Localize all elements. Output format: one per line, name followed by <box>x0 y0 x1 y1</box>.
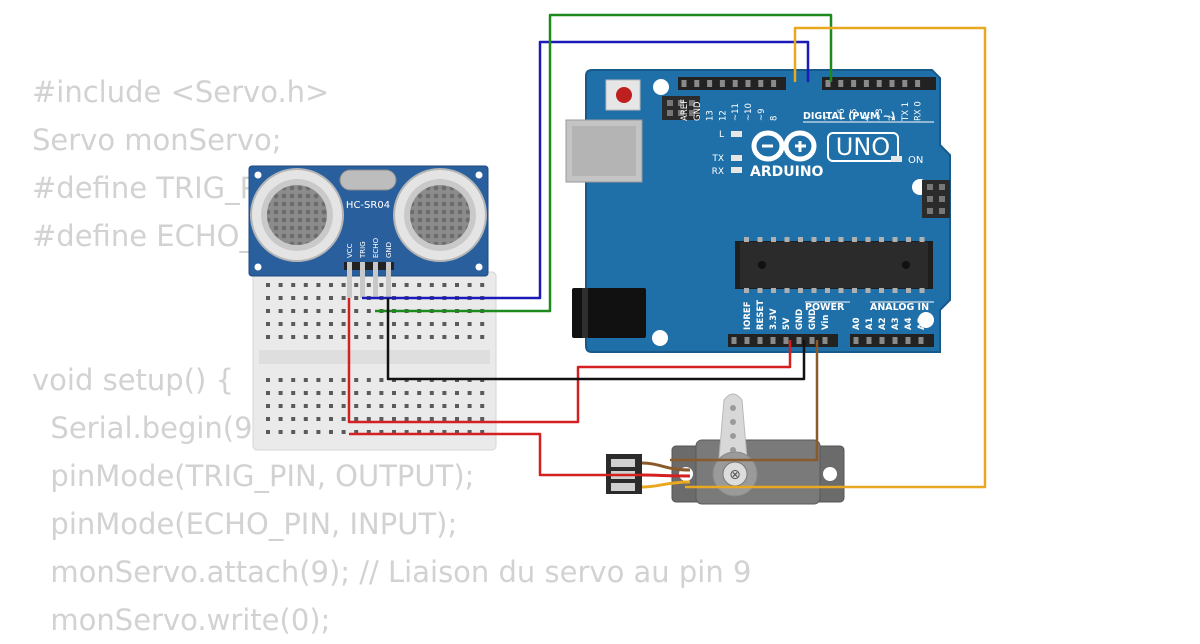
on-led-label: ON <box>908 155 923 166</box>
digital-pin-label: 8 <box>770 116 780 121</box>
power-pin-label: GND <box>808 309 818 330</box>
digital-pwm-label: DIGITAL (PWM ~) <box>803 111 895 122</box>
digital-pin-label: ~10 <box>744 103 754 121</box>
sensor-pin-label: TRIG <box>359 241 367 259</box>
digital-pin-label: 13 <box>706 110 716 121</box>
wire-trig <box>362 40 810 300</box>
analog-pin-label: A4 <box>904 317 914 330</box>
l-led-label: L <box>719 130 724 140</box>
digital-pin-label: ~5 <box>850 108 860 121</box>
sensor-pin-label: ECHO <box>372 237 380 258</box>
l-led <box>731 131 742 137</box>
digital-pin-label: RX 0 <box>914 101 924 121</box>
digital-pin-label: 7 <box>824 116 834 121</box>
digital-pin-label: ~11 <box>731 103 741 121</box>
ultrasonic-sensor: HC-SR04 VCC TRIG ECHO GND <box>248 165 489 298</box>
analog-pin-label: A3 <box>891 317 901 330</box>
power-label: POWER <box>805 302 845 313</box>
digital-pin-label: 4 <box>862 116 872 121</box>
code-line: pinMode(TRIG_PIN, OUTPUT); <box>32 459 475 493</box>
sensor-pin-label: VCC <box>346 243 354 258</box>
analog-pin-label: A5 <box>917 317 927 330</box>
microcontroller-chip <box>735 237 933 293</box>
mounting-hole <box>652 330 668 346</box>
reset-button[interactable] <box>605 79 641 111</box>
sensor-model-label: HC-SR04 <box>346 200 390 211</box>
rx-led-label: RX <box>712 167 724 177</box>
power-pin-label: Vin <box>821 315 831 330</box>
wire-power-5v <box>347 298 792 424</box>
receiver-transducer <box>393 168 487 262</box>
power-pin-label: IOREF <box>743 301 753 330</box>
power-pin-label: GND <box>795 309 805 330</box>
digital-header-left <box>678 77 786 90</box>
model-label: UNO <box>836 133 890 161</box>
digital-pin-label: ~9 <box>757 108 767 121</box>
icsp-header-right <box>922 180 950 218</box>
uno-badge <box>827 132 899 162</box>
mounting-hole <box>918 312 934 328</box>
on-led <box>891 156 902 162</box>
sensor-pin-label: GND <box>385 242 393 258</box>
dc-power-jack <box>572 288 646 338</box>
brand-label: ARDUINO <box>750 164 824 180</box>
power-pin-label: RESET <box>756 300 766 330</box>
wire-servo-power <box>349 432 642 477</box>
analog-pin-label: A2 <box>878 317 888 330</box>
analog-label: ANALOG IN <box>870 302 929 313</box>
wire-servo-ground <box>670 340 819 462</box>
sensor-pin-headers <box>344 262 394 298</box>
digital-pin-label: 12 <box>718 110 728 121</box>
tx-led-label: TX <box>711 154 724 164</box>
tx-led <box>731 155 742 161</box>
wire-servo-signal <box>685 26 987 489</box>
crystal-oscillator <box>339 169 397 191</box>
code-line: monServo.attach(9); // Liaison du servo … <box>32 555 752 589</box>
servo-screw-icon: ⊗ <box>729 467 741 483</box>
arduino-logo <box>751 130 817 162</box>
code-line: void setup() { <box>32 363 234 397</box>
digital-pin-label: 2 <box>888 116 898 121</box>
power-pin-label: 3.3V <box>769 308 779 330</box>
code-line: Servo monServo; <box>32 123 282 157</box>
digital-pin-label: GND <box>693 101 703 121</box>
code-line: #include <Servo.h> <box>32 75 330 109</box>
mounting-hole <box>653 79 669 95</box>
rx-led <box>731 167 742 173</box>
wires <box>347 13 987 489</box>
digital-pin-label: ~3 <box>875 108 885 121</box>
power-pin-label: 5V <box>782 317 792 330</box>
code-line: pinMode(ECHO_PIN, INPUT); <box>32 507 458 541</box>
wire-ground <box>386 298 806 381</box>
analog-pin-label: A1 <box>865 317 875 330</box>
wire-echo <box>375 13 833 313</box>
icsp-header <box>662 96 700 120</box>
transmitter-transducer <box>250 168 344 262</box>
analog-pin-label: A0 <box>852 317 862 330</box>
breadboard <box>252 271 497 451</box>
digital-pin-label: ~6 <box>837 108 847 121</box>
digital-pin-label: TX 1 <box>901 102 911 122</box>
digital-pin-label: AREF <box>680 99 690 121</box>
